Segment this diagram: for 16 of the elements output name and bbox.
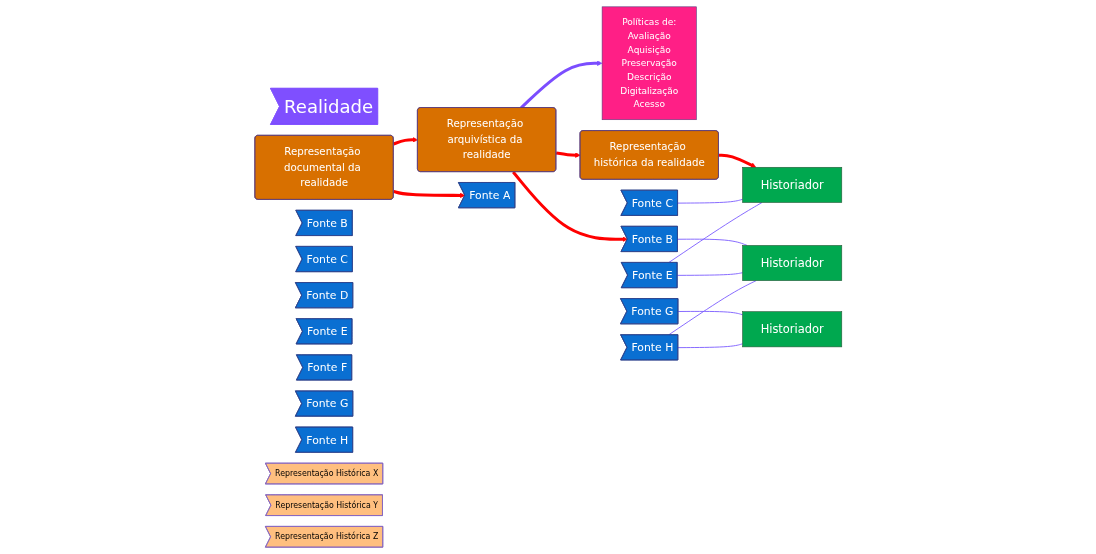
arrow — [511, 171, 628, 242]
arrow — [392, 137, 418, 146]
node-box: Historiador — [741, 311, 842, 348]
arrow — [718, 153, 756, 168]
connector — [667, 202, 763, 264]
connector — [677, 238, 748, 246]
node-box: Historiador — [741, 245, 842, 281]
connector — [676, 272, 743, 276]
arrow — [519, 60, 603, 109]
arrow — [555, 151, 581, 158]
connector — [677, 198, 743, 204]
arrow — [392, 189, 465, 199]
connector — [677, 343, 743, 349]
node-box: Historiador — [741, 167, 842, 203]
connector — [677, 310, 743, 316]
node-box: Políticas de: Avaliação Aquisição Preservação Descrição Digitalização Acesso — [601, 6, 697, 120]
